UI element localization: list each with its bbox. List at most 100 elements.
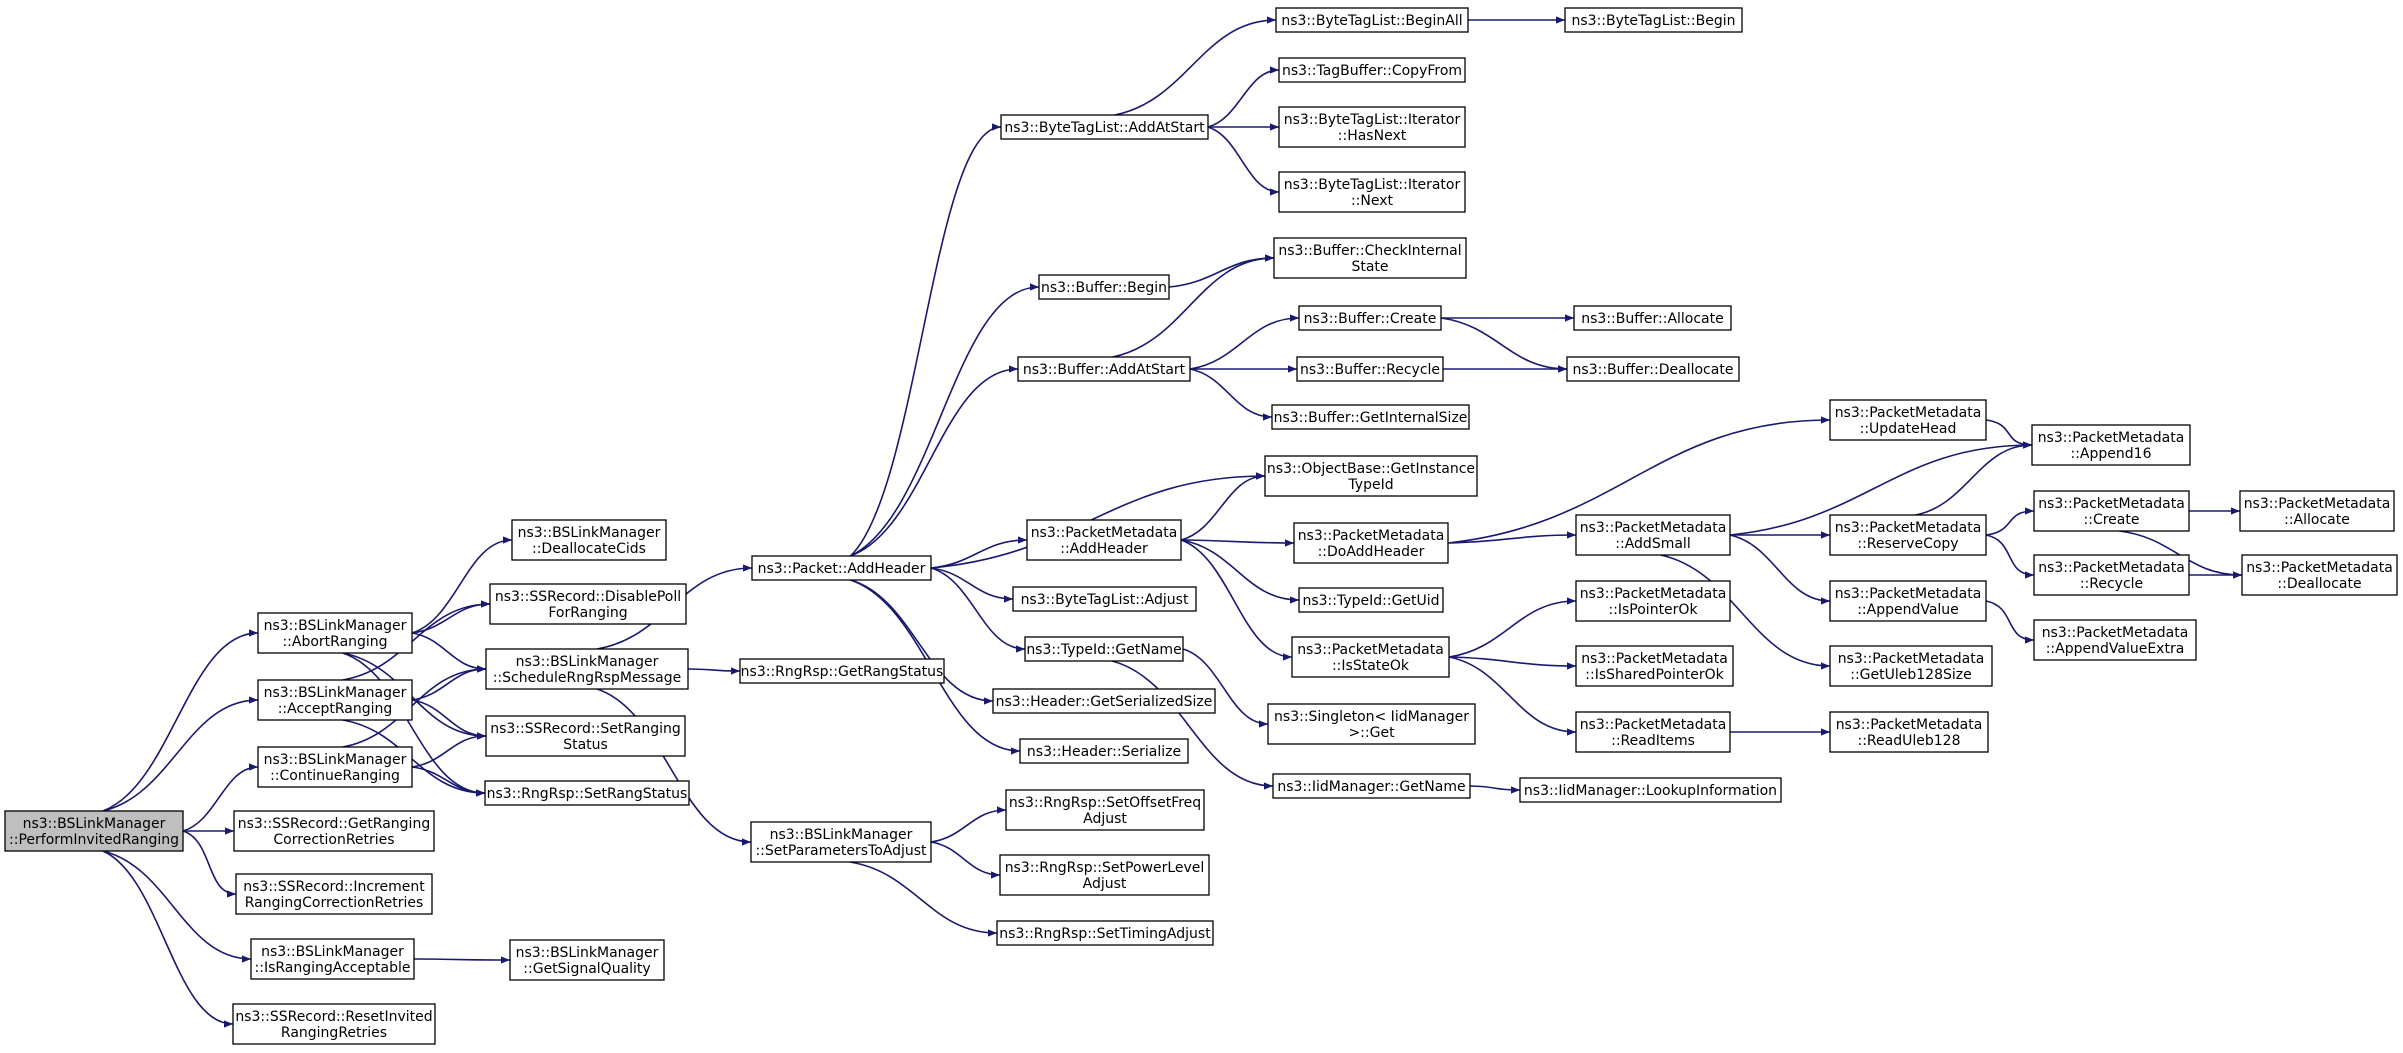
edge-add-small-to-get-uleb128-size [1660,554,1831,670]
node-box [1829,399,1987,441]
node-schedule-rng-rsp-message[interactable]: ns3::BSLinkManager::ScheduleRngRspMessag… [485,648,689,690]
node-iterator-has-next[interactable]: ns3::ByteTagList::Iterator::HasNext [1278,106,1466,148]
node-is-state-ok[interactable]: ns3::PacketMetadata::IsStateOk [1291,636,1450,678]
node-singleton-get[interactable]: ns3::Singleton< IidManager>::Get [1267,703,1476,745]
node-box [1278,171,1466,213]
node-iterator-next[interactable]: ns3::ByteTagList::Iterator::Next [1278,171,1466,213]
node-label: >::Get [1348,725,1395,741]
edge-add-small-to-append-value [1729,534,1831,605]
node-label: CorrectionRetries [273,832,394,848]
node-append-value[interactable]: ns3::PacketMetadata::AppendValue [1829,580,1987,622]
node-increment-ranging-correction-retries[interactable]: ns3::SSRecord::IncrementRangingCorrectio… [235,873,433,915]
node-buffer-create[interactable]: ns3::Buffer::Create [1298,305,1442,331]
node-box [1024,636,1184,662]
node-get-ranging-correction-retries[interactable]: ns3::SSRecord::GetRangingCorrectionRetri… [233,810,435,852]
node-label: State [1351,259,1388,275]
node-do-add-header[interactable]: ns3::PacketMetadata::DoAddHeader [1293,522,1449,564]
node-get-uleb128-size[interactable]: ns3::PacketMetadata::GetUleb128Size [1829,645,1993,687]
node-buffer-add-at-start[interactable]: ns3::Buffer::AddAtStart [1017,356,1191,382]
node-read-items[interactable]: ns3::PacketMetadata::ReadItems [1575,711,1731,753]
edge-perform-invited-ranging-to-accept-ranging [102,696,259,812]
node-label: ns3::RngRsp::SetOffsetFreq [1009,795,1201,811]
node-buffer-get-internal-size[interactable]: ns3::Buffer::GetInternalSize [1271,404,1470,430]
node-set-rang-status[interactable]: ns3::RngRsp::SetRangStatus [484,780,690,806]
node-label: ::IsRangingAcceptable [255,960,411,976]
node-label: ns3::PacketMetadata [1580,717,1727,733]
node-label: ns3::Buffer::AddAtStart [1023,362,1186,378]
node-label: ns3::ObjectBase::GetInstance [1267,461,1475,477]
node-label: ns3::TypeId::GetUid [1302,593,1439,609]
node-byte-tag-list-begin[interactable]: ns3::ByteTagList::Begin [1564,7,1743,33]
node-lookup-information[interactable]: ns3::IidManager::LookupInformation [1519,777,1782,803]
edge-packet-metadata-add-header-to-type-id-get-uid [1180,539,1300,604]
node-abort-ranging[interactable]: ns3::BSLinkManager::AbortRanging [257,612,413,654]
node-deallocate-cids[interactable]: ns3::BSLinkManager::DeallocateCids [511,519,667,561]
node-append16[interactable]: ns3::PacketMetadata::Append16 [2031,424,2191,466]
edge-accept-ranging-to-set-rang-status [342,719,486,797]
node-label: RangingCorrectionRetries [245,895,424,911]
node-type-id-get-uid[interactable]: ns3::TypeId::GetUid [1298,587,1444,613]
node-update-head[interactable]: ns3::PacketMetadata::UpdateHead [1829,399,1987,441]
node-box [1278,106,1466,148]
node-packet-add-header[interactable]: ns3::Packet::AddHeader [751,555,932,581]
node-label: ::PerformInvitedRanging [9,832,179,848]
node-label: Status [563,737,608,753]
node-label: ::Deallocate [2277,576,2361,592]
node-tag-buffer-copy-from[interactable]: ns3::TagBuffer::CopyFrom [1278,57,1466,83]
node-is-shared-pointer-ok[interactable]: ns3::PacketMetadata::IsSharedPointerOk [1575,645,1734,687]
edge-is-state-ok-to-is-pointer-ok [1448,597,1577,658]
node-buffer-begin[interactable]: ns3::Buffer::Begin [1038,274,1170,300]
node-continue-ranging[interactable]: ns3::BSLinkManager::ContinueRanging [257,746,413,788]
node-append-value-extra[interactable]: ns3::PacketMetadata::AppendValueExtra [2033,619,2197,661]
node-buffer-allocate[interactable]: ns3::Buffer::Allocate [1573,305,1732,331]
node-label: ::Create [2084,512,2140,528]
node-label: RangingRetries [281,1025,387,1041]
node-reset-invited-ranging-retries[interactable]: ns3::SSRecord::ResetInvitedRangingRetrie… [232,1003,436,1045]
edge-accept-ranging-to-set-ranging-status [411,699,487,740]
node-reserve-copy[interactable]: ns3::PacketMetadata::ReserveCopy [1829,514,1987,556]
node-label: ns3::RngRsp::SetTimingAdjust [999,926,1211,942]
node-is-pointer-ok[interactable]: ns3::PacketMetadata::IsPointerOk [1575,580,1731,622]
node-label: ns3::PacketMetadata [1581,651,1728,667]
node-pmrecycle[interactable]: ns3::PacketMetadata::Recycle [2033,554,2190,596]
node-byte-tag-list-adjust[interactable]: ns3::ByteTagList::Adjust [1012,586,1197,612]
node-label: TypeId [1347,477,1393,493]
edge-is-state-ok-to-is-shared-pointer-ok [1448,656,1577,670]
node-label: ns3::ByteTagList::Iterator [1284,177,1461,193]
node-set-timing-adjust[interactable]: ns3::RngRsp::SetTimingAdjust [996,920,1214,946]
node-byte-tag-list-add-at-start[interactable]: ns3::ByteTagList::AddAtStart [1000,114,1209,140]
node-label: ns3::Singleton< IidManager [1274,709,1469,725]
node-pmcreate[interactable]: ns3::PacketMetadata::Create [2033,490,2190,532]
node-type-id-get-name[interactable]: ns3::TypeId::GetName [1024,636,1184,662]
node-pmallocate[interactable]: ns3::PacketMetadata::Allocate [2239,490,2395,532]
node-pmdeallocate[interactable]: ns3::PacketMetadata::Deallocate [2241,554,2398,596]
edge-perform-invited-ranging-to-increment-ranging-correction-retries [182,830,237,898]
node-label: ns3::PacketMetadata [1031,525,1178,541]
node-buffer-deallocate[interactable]: ns3::Buffer::Deallocate [1566,356,1740,382]
node-accept-ranging[interactable]: ns3::BSLinkManager::AcceptRanging [257,679,413,721]
node-box [1829,580,1987,622]
node-byte-tag-list-begin-all[interactable]: ns3::ByteTagList::BeginAll [1275,7,1469,33]
node-box [1291,636,1450,678]
node-header-serialize[interactable]: ns3::Header::Serialize [1019,738,1189,764]
node-label: ns3::TypeId::GetName [1026,642,1181,658]
node-get-rang-status[interactable]: ns3::RngRsp::GetRangStatus [739,658,945,684]
node-header-get-serialized-size[interactable]: ns3::Header::GetSerializedSize [992,688,1216,714]
node-get-signal-quality[interactable]: ns3::BSLinkManager::GetSignalQuality [509,939,665,981]
edge-do-add-header-to-update-head [1447,416,1831,544]
node-set-parameters-to-adjust[interactable]: ns3::BSLinkManager::SetParametersToAdjus… [750,821,932,863]
node-label: ns3::RngRsp::GetRangStatus [741,664,944,680]
node-iid-manager-get-name[interactable]: ns3::IidManager::GetName [1272,773,1471,799]
node-read-uleb128[interactable]: ns3::PacketMetadata::ReadUleb128 [1829,711,1989,753]
node-packet-metadata-add-header[interactable]: ns3::PacketMetadata::AddHeader [1026,519,1182,561]
node-perform-invited-ranging[interactable]: ns3::BSLinkManager::PerformInvitedRangin… [4,810,184,852]
node-is-ranging-acceptable[interactable]: ns3::BSLinkManager::IsRangingAcceptable [250,938,415,980]
node-add-small[interactable]: ns3::PacketMetadata::AddSmall [1575,514,1731,556]
node-buffer-recycle[interactable]: ns3::Buffer::Recycle [1296,356,1444,382]
